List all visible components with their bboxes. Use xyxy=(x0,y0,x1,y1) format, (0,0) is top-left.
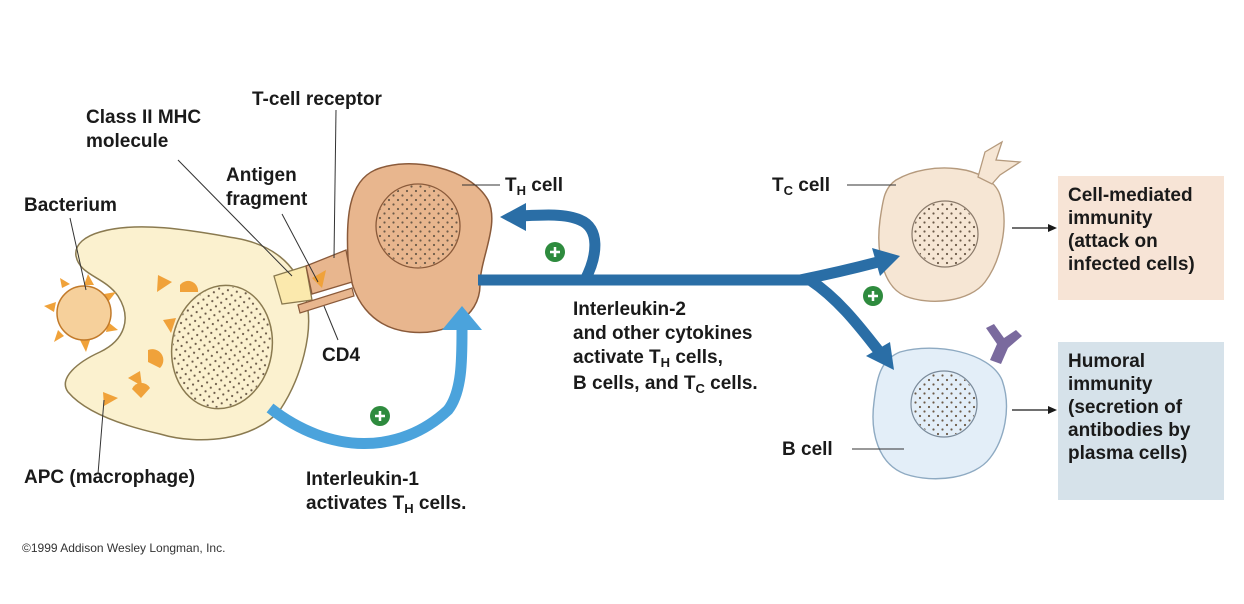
apc-label: APC (macrophage) xyxy=(24,467,196,488)
outcome-line: immunity xyxy=(1068,374,1153,395)
cd4-label: CD4 xyxy=(322,345,361,366)
th-cell xyxy=(297,163,493,334)
outcome-line: plasma cells) xyxy=(1068,443,1188,464)
outcome-line: antibodies by xyxy=(1068,420,1191,441)
class-ii-mhc-label-line2: molecule xyxy=(86,131,169,152)
outcome-line: infected cells) xyxy=(1068,254,1195,275)
cell-mediated-immunity-box: Cell-mediated immunity (attack on infect… xyxy=(1058,176,1224,300)
antigen-piece xyxy=(103,392,118,406)
antigen-piece xyxy=(157,275,172,292)
plus-stimulation-icons xyxy=(370,242,883,426)
outcome-line: (secretion of xyxy=(1068,397,1183,418)
humoral-immunity-box: Humoral immunity (secretion of antibodie… xyxy=(1058,342,1224,500)
class-ii-mhc-label: Class II MHC xyxy=(86,107,202,128)
copyright-notice: ©1999 Addison Wesley Longman, Inc. xyxy=(22,541,226,555)
il2-caption-line3: activate TH cells, xyxy=(573,347,723,370)
il2-arrows xyxy=(478,203,900,370)
plus-icon xyxy=(545,242,565,262)
antigen-fragment-label-line2: fragment xyxy=(226,189,308,210)
leader-lines xyxy=(69,109,904,475)
bacterium xyxy=(44,274,118,352)
th-cell-label: TH cell xyxy=(505,175,563,198)
antigen-piece xyxy=(148,349,164,368)
il2-caption-line2: and other cytokines xyxy=(573,323,753,344)
tc-cell xyxy=(878,140,1022,302)
il1-caption-line1: Interleukin-1 xyxy=(306,469,419,490)
antigen-piece xyxy=(163,318,176,333)
tc-receptor xyxy=(977,140,1022,185)
plus-icon xyxy=(863,286,883,306)
antigen-fragment xyxy=(312,270,326,288)
outcome-arrows xyxy=(1012,224,1057,414)
outcome-line: (attack on xyxy=(1068,231,1158,252)
il1-arrow xyxy=(266,306,482,449)
t-cell-receptor-label: T-cell receptor xyxy=(252,89,382,110)
antigen-piece xyxy=(132,382,150,398)
bacterium-label: Bacterium xyxy=(24,195,117,216)
antibody-receptor-icon xyxy=(986,324,1022,364)
outcome-line: immunity xyxy=(1068,208,1153,229)
outcome-line: Cell-mediated xyxy=(1068,185,1193,206)
b-cell xyxy=(872,324,1022,480)
antigen-piece xyxy=(180,280,199,292)
il2-caption-line1: Interleukin-2 xyxy=(573,299,686,320)
antigen-fragment-label: Antigen xyxy=(226,165,297,186)
plus-icon xyxy=(370,406,390,426)
tc-cell-label: TC cell xyxy=(772,175,830,198)
il1-caption-line2: activates TH cells. xyxy=(306,493,467,516)
apc-macrophage xyxy=(64,226,313,441)
b-cell-label: B cell xyxy=(782,439,833,460)
outcome-line: Humoral xyxy=(1068,351,1146,372)
il2-caption-line4: B cells, and TC cells. xyxy=(573,373,758,396)
antigen-piece xyxy=(128,371,142,386)
cd4-molecule xyxy=(297,287,355,314)
